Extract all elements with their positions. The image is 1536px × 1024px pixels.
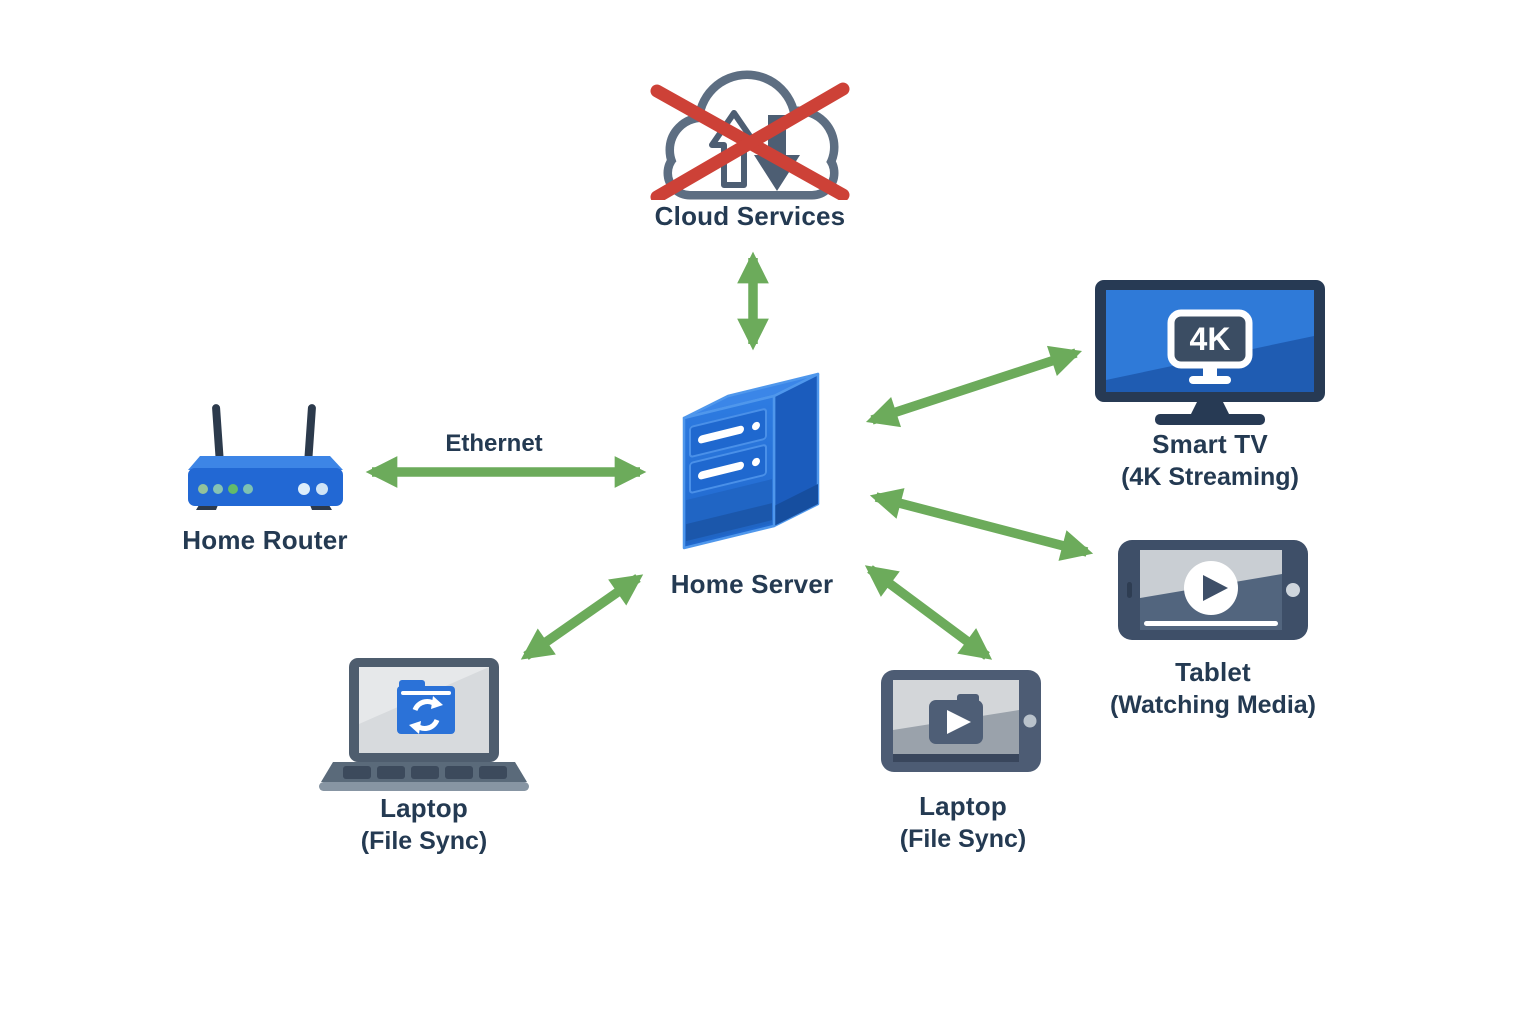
node-smart-tv: 4K Smart TV (4K Streaming) bbox=[1060, 280, 1360, 493]
edge-server-media-tablet bbox=[864, 565, 993, 660]
node-media-tablet: Laptop (File Sync) bbox=[813, 670, 1113, 855]
smart-tv-icon: 4K bbox=[1095, 280, 1325, 425]
node-laptop-file-sync: Laptop (File Sync) bbox=[274, 658, 574, 857]
media-tablet-sublabel: (File Sync) bbox=[899, 825, 1027, 853]
ethernet-edge-label: Ethernet bbox=[445, 430, 543, 457]
tablet-sublabel: (Watching Media) bbox=[1109, 691, 1316, 719]
cloud-label: Cloud Services bbox=[654, 201, 846, 231]
node-cloud-services: Cloud Services bbox=[600, 55, 900, 233]
node-tablet: Tablet (Watching Media) bbox=[1063, 540, 1363, 721]
smart-tv-sublabel: (4K Streaming) bbox=[1121, 463, 1299, 491]
blocked-cross-icon bbox=[650, 82, 850, 200]
tablet-video-icon bbox=[880, 670, 1041, 772]
laptop-sync-icon bbox=[319, 658, 529, 791]
server-icon bbox=[682, 372, 819, 550]
laptop-sublabel: (File Sync) bbox=[360, 827, 488, 855]
node-home-router: Home Router bbox=[115, 398, 415, 557]
edge-server-laptop bbox=[520, 574, 644, 660]
tv-4k-badge: 4K bbox=[1190, 321, 1231, 357]
tablet-media-icon bbox=[1118, 540, 1308, 640]
media-tablet-label: Laptop bbox=[919, 791, 1007, 821]
server-label: Home Server bbox=[670, 569, 834, 599]
router-label: Home Router bbox=[182, 525, 348, 555]
edge-server-tv bbox=[865, 345, 1083, 428]
cloud-blocked-icon bbox=[650, 70, 850, 200]
laptop-label: Laptop bbox=[380, 793, 468, 823]
smart-tv-label: Smart TV bbox=[1152, 429, 1268, 459]
router-icon bbox=[188, 404, 343, 510]
tablet-label: Tablet bbox=[1175, 657, 1251, 687]
edge-server-tablet bbox=[869, 488, 1094, 561]
node-home-server: Home Server bbox=[602, 362, 902, 601]
